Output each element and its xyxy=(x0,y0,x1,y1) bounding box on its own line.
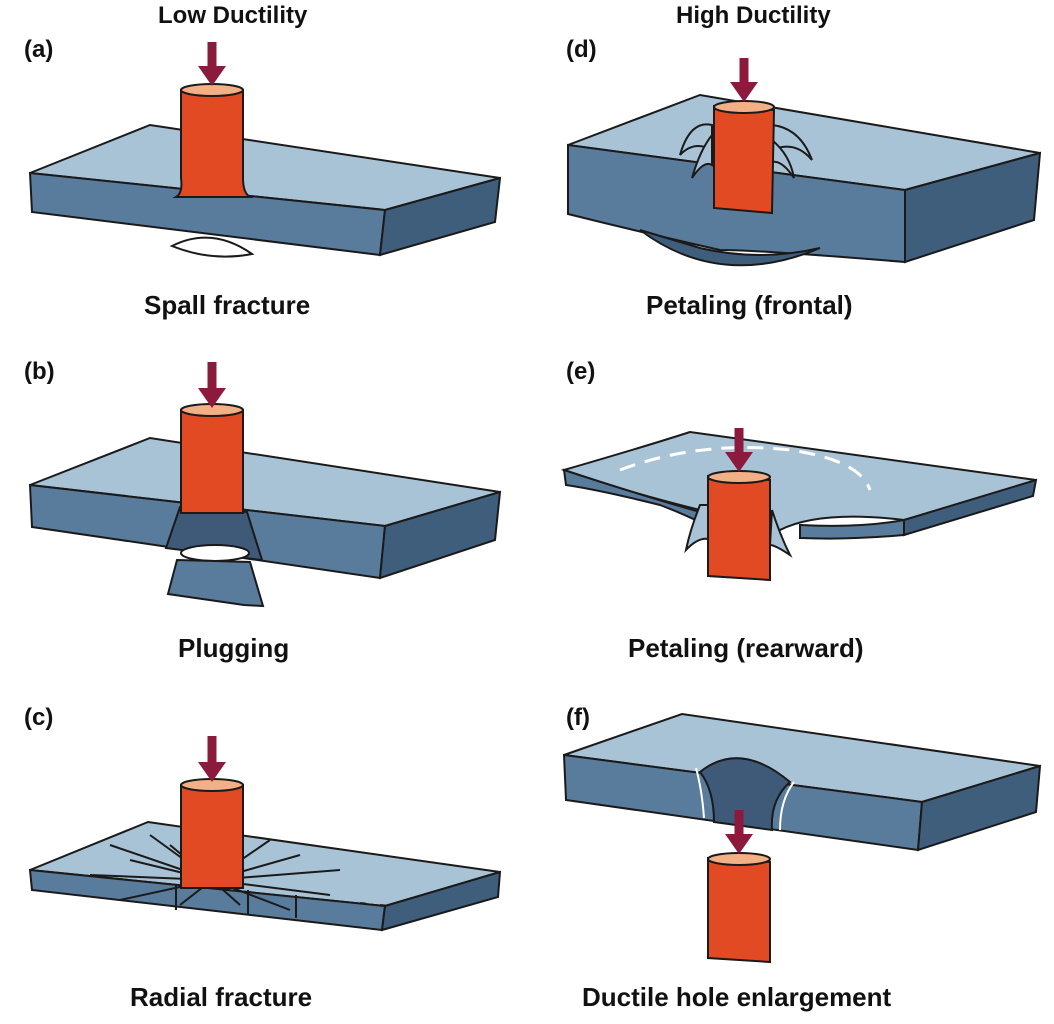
caption-spall-fracture: Spall fracture xyxy=(144,290,311,320)
caption-ductile-hole-enlargement: Ductile hole enlargement xyxy=(582,982,892,1012)
plate-e xyxy=(560,430,1038,541)
panel-a-spall-fracture xyxy=(28,42,502,258)
petals-e xyxy=(684,504,793,558)
arrow-down-icon-e xyxy=(725,428,753,472)
low-ductility-heading: Low Ductility xyxy=(158,2,308,29)
panel-label-a: (a) xyxy=(24,36,54,63)
projectile-b xyxy=(180,403,244,514)
projectile-a xyxy=(172,83,254,198)
arrow-down-icon-a xyxy=(198,42,226,86)
ejected-plug xyxy=(166,544,265,608)
plate-a xyxy=(28,123,502,257)
caption-radial-fracture: Radial fracture xyxy=(130,982,313,1012)
spall-fragment xyxy=(169,236,255,258)
projectile-c xyxy=(180,778,244,889)
high-ductility-heading: High Ductility xyxy=(676,2,831,29)
caption-plugging: Plugging xyxy=(178,633,290,663)
plate-f xyxy=(562,712,1042,852)
plate-d xyxy=(567,93,1042,267)
panel-b-plugging xyxy=(28,362,502,608)
panel-c-radial-fracture xyxy=(28,736,502,932)
panel-label-d: (d) xyxy=(566,36,597,63)
caption-petaling-frontal: Petaling (frontal) xyxy=(646,290,853,320)
panel-e-petaling-rearward xyxy=(560,428,1038,582)
arrow-down-icon-d xyxy=(730,58,758,102)
arrow-down-icon-b xyxy=(198,362,226,408)
panel-label-e: (e) xyxy=(566,358,596,385)
panel-d-petaling-frontal xyxy=(567,58,1042,267)
projectile-d xyxy=(713,100,776,215)
plate-b xyxy=(28,436,502,580)
projectile-e xyxy=(707,470,771,582)
panel-label-c: (c) xyxy=(24,704,54,731)
arrow-down-icon-c xyxy=(198,736,226,782)
projectile-f xyxy=(707,852,771,964)
caption-petaling-rearward: Petaling (rearward) xyxy=(628,633,864,663)
panel-label-f: (f) xyxy=(566,704,590,731)
panel-f-ductile-hole-enlargement xyxy=(562,712,1042,964)
arrow-down-icon-f xyxy=(725,810,753,854)
petals-d xyxy=(679,123,813,179)
panel-label-b: (b) xyxy=(24,358,55,385)
